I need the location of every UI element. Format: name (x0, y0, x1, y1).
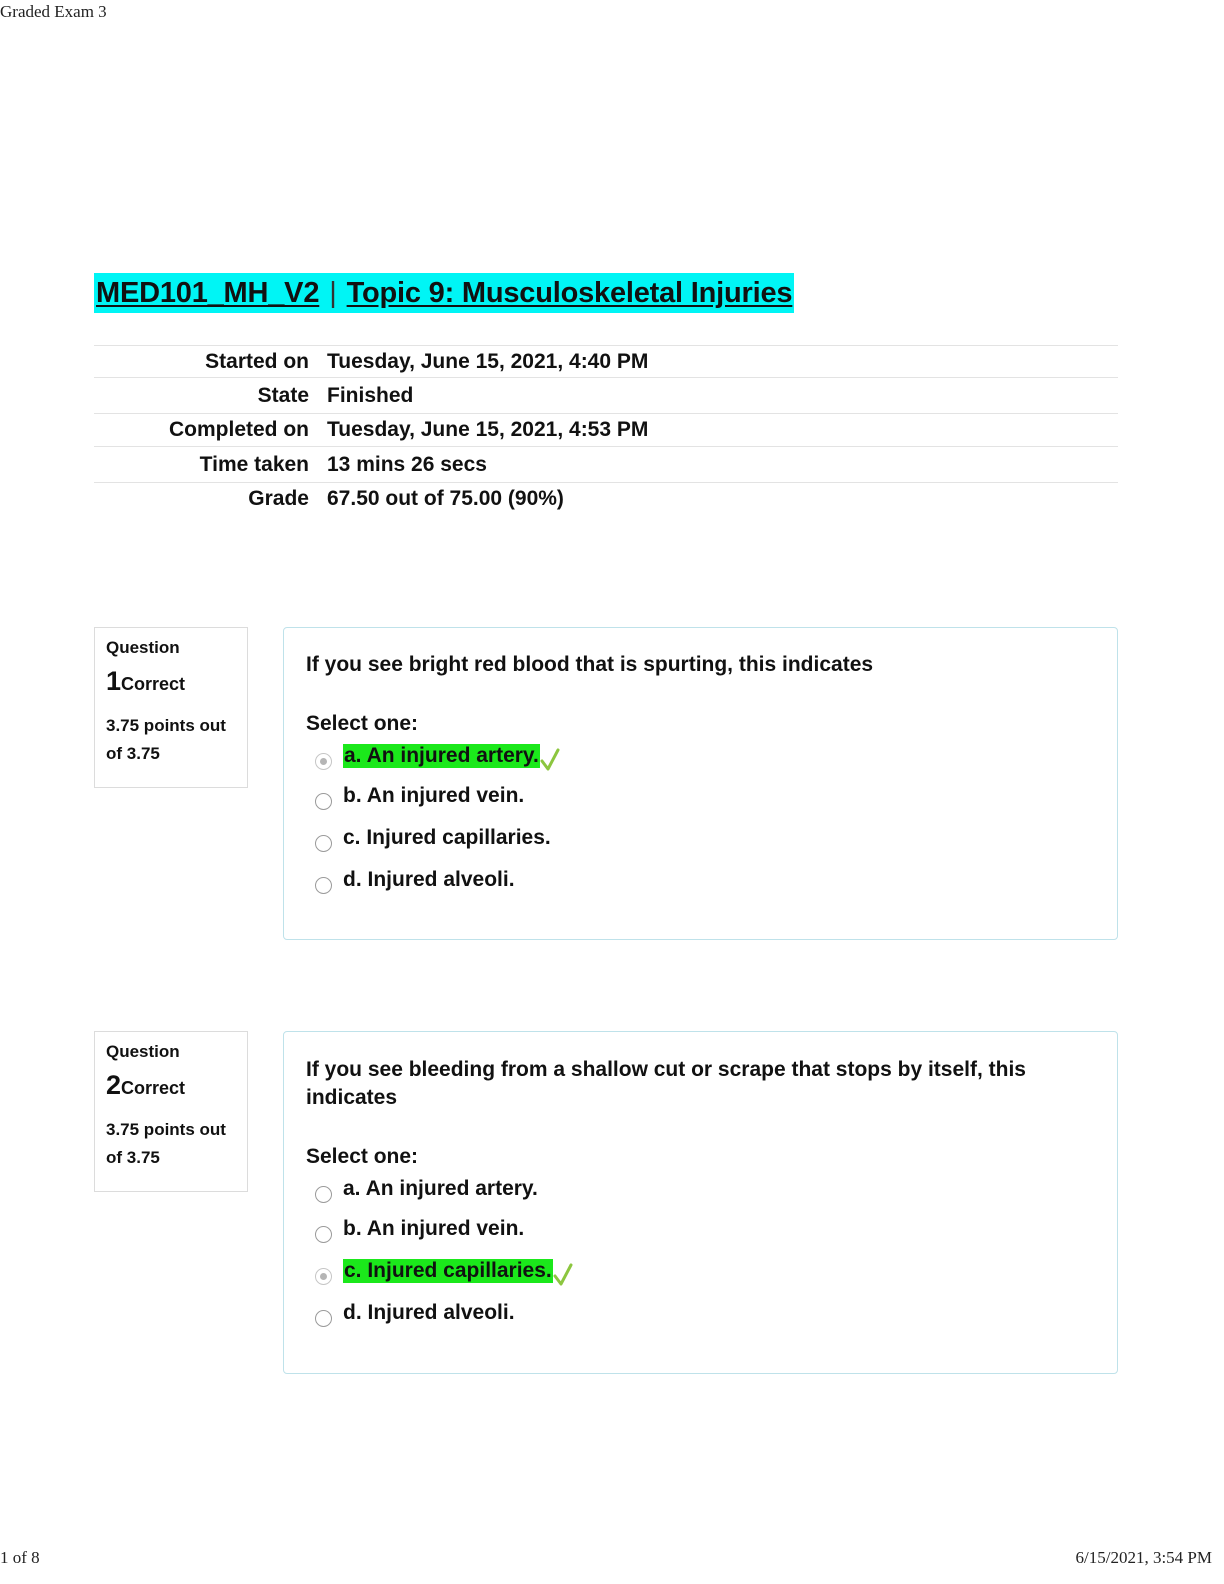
question-text: If you see bright red blood that is spur… (306, 653, 874, 676)
answer-option-a[interactable]: a. An injured artery. (306, 737, 1095, 775)
question-number-line: 1Correct (106, 666, 236, 702)
question-grade: 3.75 points out of 3.75 (106, 716, 226, 763)
answer-option-d[interactable]: d. Injured alveoli. (306, 859, 1095, 901)
question-text: If you see bleeding from a shallow cut o… (306, 1058, 1026, 1109)
answer-label: a. An injured artery. (343, 1177, 538, 1200)
summary-row-state: State Finished (94, 377, 1118, 414)
radio-icon[interactable] (315, 876, 332, 894)
question-label: Question (106, 638, 180, 657)
radio-icon[interactable] (315, 792, 332, 810)
answer-option-d[interactable]: d. Injured alveoli. (306, 1292, 1095, 1334)
answer-option-b[interactable]: b. An injured vein. (306, 1208, 1095, 1250)
select-one-prompt: Select one: (306, 712, 419, 735)
radio-icon[interactable] (315, 1185, 332, 1203)
answer-option-a[interactable]: a. An injured artery. (306, 1170, 1095, 1208)
question-grade: 3.75 points out of 3.75 (106, 1120, 226, 1167)
print-timestamp: 6/15/2021, 3:54 PM (1075, 1548, 1213, 1567)
radio-icon-selected[interactable] (315, 1267, 332, 1285)
answer-label: d. Injured alveoli. (343, 1301, 515, 1324)
summary-label: State (257, 383, 309, 407)
question-1-info: Question 1Correct 3.75 points out of 3.7… (94, 627, 248, 788)
summary-value: Finished (327, 383, 414, 407)
answer-label: c. Injured capillaries. (343, 826, 551, 849)
breadcrumb-topic-link[interactable]: Topic 9: Musculoskeletal Injuries (344, 273, 795, 313)
answer-label: b. An injured vein. (343, 784, 525, 807)
question-state: Correct (121, 1078, 186, 1098)
question-number: 1 (106, 666, 122, 696)
answer-option-c[interactable]: c. Injured capillaries. (306, 1250, 1095, 1292)
answer-label: c. Injured capillaries. (343, 1259, 553, 1283)
print-header-title: Graded Exam 3 (0, 2, 107, 21)
summary-value: 13 mins 26 secs (327, 452, 487, 476)
summary-row-time-taken: Time taken 13 mins 26 secs (94, 446, 1118, 483)
question-1-content: If you see bright red blood that is spur… (283, 627, 1118, 940)
answer-list: a. An injured artery. b. An injured vein… (306, 737, 1095, 901)
summary-value: Tuesday, June 15, 2021, 4:40 PM (327, 349, 649, 373)
answer-label: b. An injured vein. (343, 1217, 525, 1240)
breadcrumb-separator: | (321, 273, 345, 313)
question-label: Question (106, 1042, 180, 1061)
summary-value: Tuesday, June 15, 2021, 4:53 PM (327, 418, 649, 441)
print-page-counter: 1 of 8 (0, 1548, 40, 1567)
summary-value: 67.50 out of 75.00 (90%) (327, 486, 564, 510)
question-number: 2 (106, 1070, 122, 1100)
summary-row-completed: Completed on Tuesday, June 15, 2021, 4:5… (94, 413, 1118, 447)
radio-icon[interactable] (315, 1225, 332, 1243)
summary-label: Completed on (169, 418, 309, 441)
question-2-content: If you see bleeding from a shallow cut o… (283, 1031, 1118, 1374)
answer-option-c[interactable]: c. Injured capillaries. (306, 817, 1095, 859)
breadcrumb: MED101_MH_V2 | Topic 9: Musculoskeletal … (94, 273, 795, 313)
radio-icon[interactable] (315, 1309, 332, 1327)
check-icon (540, 748, 560, 771)
summary-row-started: Started on Tuesday, June 15, 2021, 4:40 … (94, 345, 1118, 378)
question-number-line: 2Correct (106, 1070, 236, 1106)
breadcrumb-course-link[interactable]: MED101_MH_V2 (94, 273, 322, 313)
answer-option-b[interactable]: b. An injured vein. (306, 775, 1095, 817)
radio-icon[interactable] (315, 834, 332, 852)
summary-label: Time taken (199, 452, 309, 476)
check-icon (553, 1263, 573, 1286)
radio-icon-selected[interactable] (315, 752, 332, 770)
summary-row-grade: Grade 67.50 out of 75.00 (90%) (94, 482, 1118, 515)
select-one-prompt: Select one: (306, 1145, 419, 1168)
summary-label: Grade (248, 486, 309, 510)
answer-list: a. An injured artery. b. An injured vein… (306, 1170, 1095, 1334)
question-2-info: Question 2Correct 3.75 points out of 3.7… (94, 1031, 248, 1192)
answer-label: a. An injured artery. (343, 744, 540, 768)
answer-label: d. Injured alveoli. (343, 868, 515, 891)
attempt-summary-table: Started on Tuesday, June 15, 2021, 4:40 … (94, 345, 1118, 514)
question-state: Correct (121, 674, 186, 694)
summary-label: Started on (205, 349, 309, 373)
